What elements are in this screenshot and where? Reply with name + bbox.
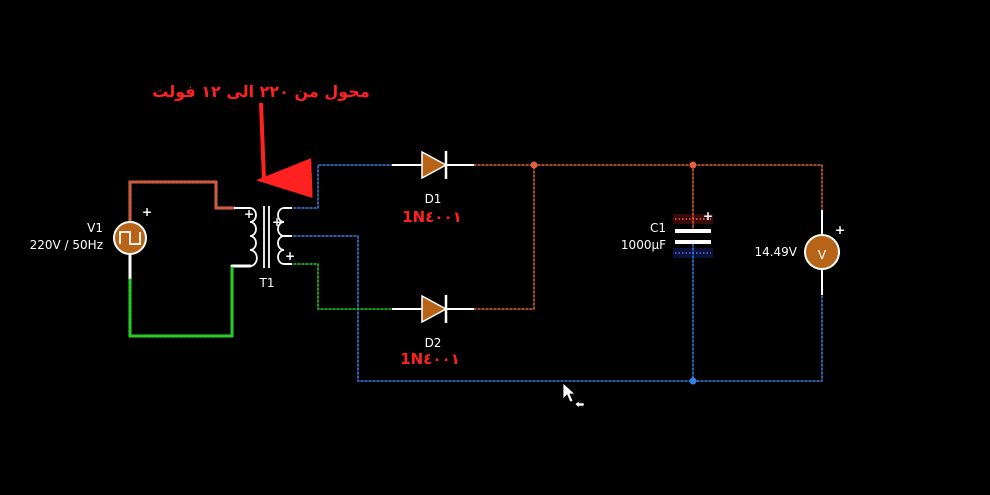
source-value: 220V / 50Hz [30,238,103,252]
annotation-text: محول من ٢٢٠ الى ١٢ فولت [152,82,369,101]
transformer-t1[interactable]: + + + T1 [234,206,295,290]
wire-secondary-top[interactable] [289,164,393,209]
square-wave-icon [119,231,141,245]
wires [128,161,823,385]
wire-secondary-bottom[interactable] [289,263,393,310]
diode-d2[interactable]: D2 1N٤٠٠١ [392,294,474,368]
mouse-cursor-icon [562,382,585,409]
source-polarity: + [142,205,152,219]
junction-node[interactable] [530,161,538,169]
transformer-plus-primary: + [244,207,254,221]
junction-node[interactable] [689,377,697,385]
capacitor-value: 1000μF [621,238,666,252]
transformer-plus-secondary-bottom: + [285,249,295,263]
annotation-arrow [256,102,313,199]
diode2-part: 1N٤٠٠١ [400,350,460,368]
capacitor-polarity: + [703,209,713,223]
diode2-name: D2 [425,336,442,350]
voltmeter[interactable]: V + 14.49V [754,210,845,295]
diode1-part: 1N٤٠٠١ [402,208,462,226]
voltmeter-polarity: + [835,223,845,237]
transformer-name: T1 [259,276,275,290]
wire-d2-cathode[interactable] [473,164,535,310]
annotation: محول من ٢٢٠ الى ١٢ فولت [152,82,370,199]
capacitor-c1[interactable]: + C1 1000μF [621,209,713,258]
diode-d1[interactable]: D1 1N٤٠٠١ [392,150,474,226]
wire-center-tap[interactable] [289,235,823,382]
ac-source-v1[interactable]: + V1 220V / 50Hz [30,205,152,255]
transformer-plus-secondary-top: + [272,215,282,229]
wire-positive-rail[interactable] [473,164,823,211]
diode1-name: D1 [425,192,442,206]
voltmeter-symbol: V [818,248,827,262]
capacitor-name: C1 [650,221,666,235]
voltmeter-reading: 14.49V [754,245,797,259]
source-name: V1 [87,221,103,235]
junction-node[interactable] [689,161,697,169]
